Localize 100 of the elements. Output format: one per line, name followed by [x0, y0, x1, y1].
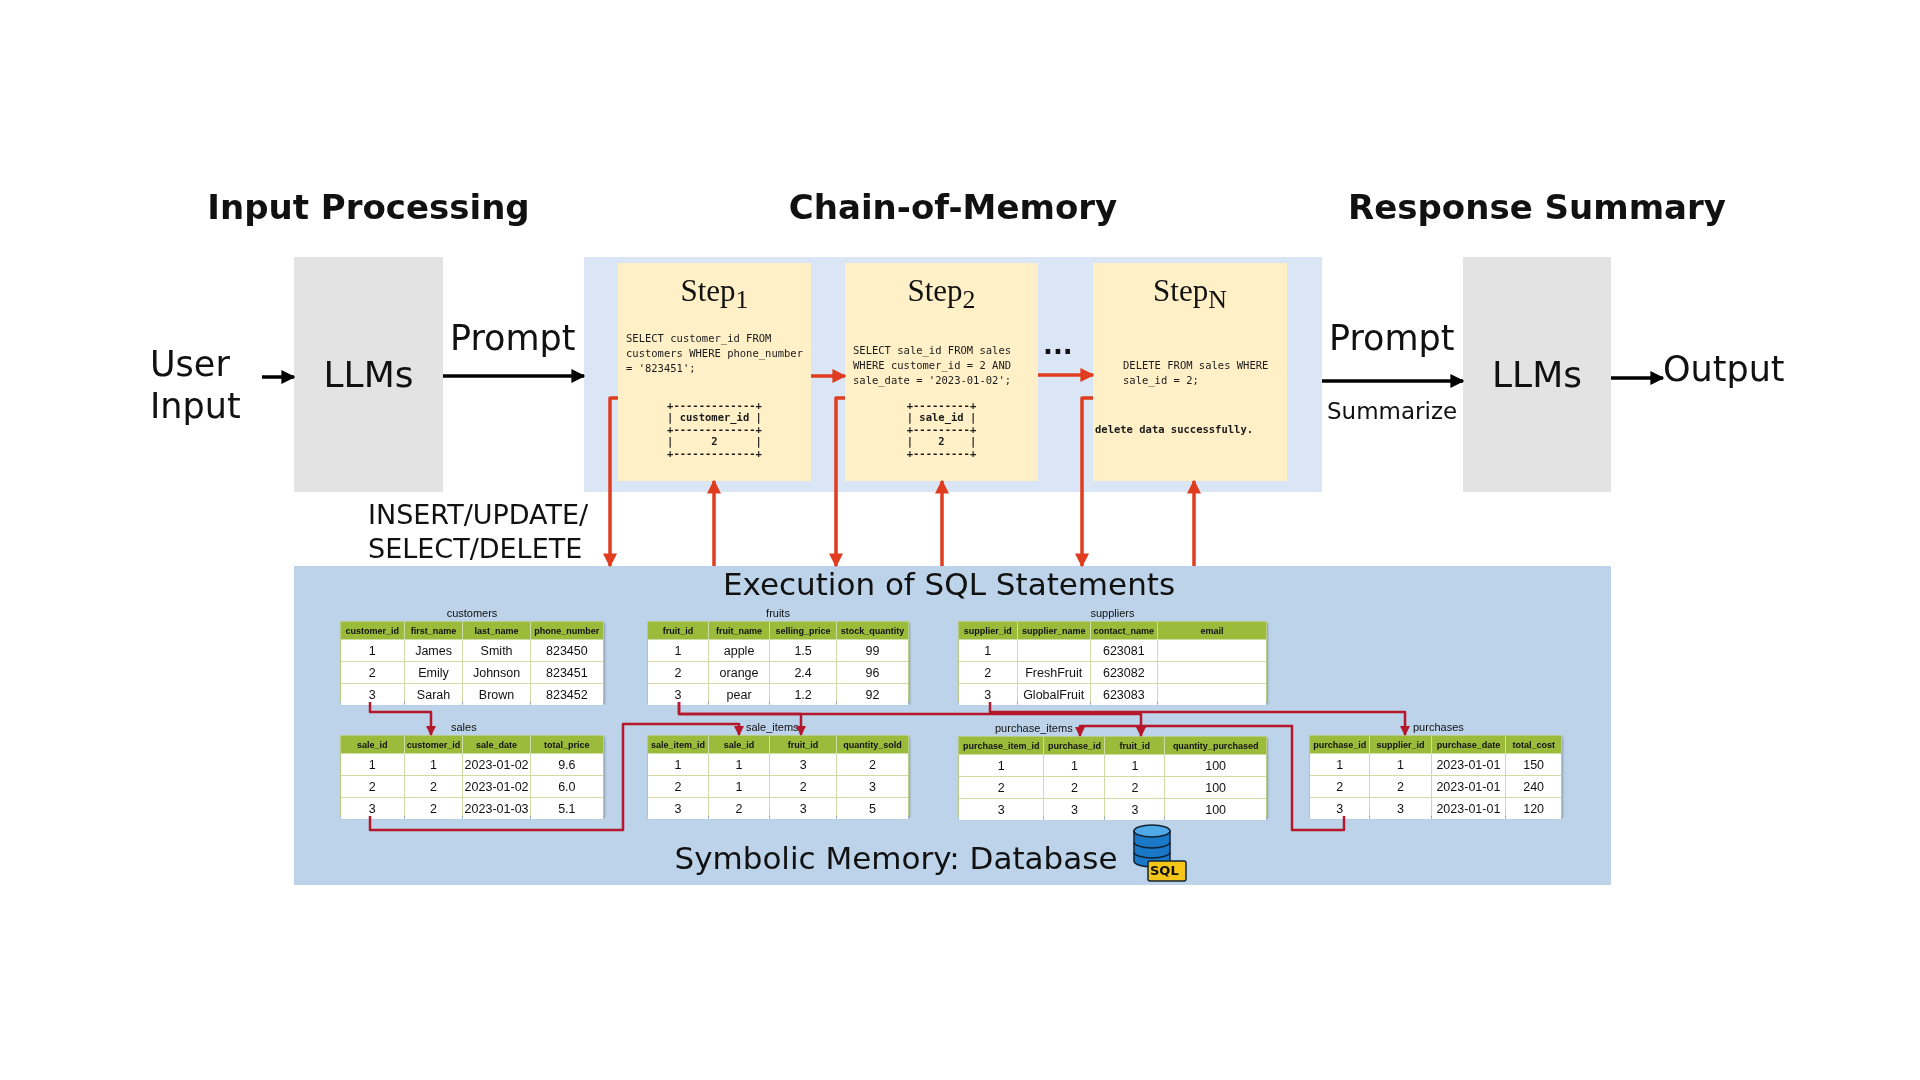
header-cell: purchase_date — [1431, 736, 1506, 753]
header-cell: supplier_name — [1017, 622, 1090, 639]
result-table-line: | customer_id | — [667, 411, 762, 423]
table-cell: 3 — [1044, 799, 1105, 820]
table-cell: Smith — [463, 640, 530, 661]
table-cell: 3 — [1310, 798, 1370, 819]
table-title: suppliers — [1090, 607, 1135, 619]
arrow — [443, 369, 586, 383]
table-cell: 1 — [1105, 755, 1165, 776]
table-cell: 100 — [1165, 755, 1266, 776]
header-cell: sale_id — [341, 736, 404, 753]
step-card — [1093, 263, 1287, 481]
input-text: User Input — [150, 343, 262, 435]
table-cell: 3 — [770, 754, 837, 775]
header-cell: sale_item_id — [648, 736, 709, 753]
icon-badge-label: SQL — [1150, 863, 1179, 878]
result-table-line: +---------+ — [906, 423, 977, 435]
table-cell: 2 — [404, 798, 463, 819]
arrow — [677, 702, 1146, 737]
table-cell: 3 — [1105, 799, 1165, 820]
table-cell: FreshFruit — [1017, 662, 1090, 683]
table-cell: 240 — [1506, 776, 1561, 797]
table-cell: GlobalFruit — [1017, 684, 1090, 705]
table-cell: Emily — [404, 662, 463, 683]
table-cell: 3 — [770, 798, 837, 819]
header-cell: total_cost — [1506, 736, 1561, 753]
header-cell: quantity_sold — [837, 736, 908, 753]
box-label: LLMs — [323, 354, 414, 395]
table-title: purchase_items — [995, 722, 1073, 734]
header-cell: phone_number — [530, 622, 603, 639]
table-cell: Brown — [463, 684, 530, 705]
result-text: delete data successfully. — [1095, 423, 1255, 435]
section-heading: Chain-of-Memory — [788, 187, 1118, 227]
result-table-line: +---------+ — [906, 399, 977, 411]
header-cell: total_price — [530, 736, 603, 753]
table-cell: 3 — [648, 798, 709, 819]
header-cell: quantity_purchased — [1165, 737, 1266, 754]
annotation-text: Summarize — [1327, 398, 1458, 424]
edge-label: ... — [1043, 330, 1073, 360]
result-table-line: | 2 | — [906, 435, 977, 447]
result-table-line: +-------------+ — [667, 423, 762, 435]
table-cell: 1 — [709, 754, 770, 775]
table-cell: 2 — [959, 662, 1017, 683]
result-table-line: +---------+ — [906, 447, 977, 459]
arrow — [1187, 479, 1201, 566]
arrow — [262, 370, 296, 384]
header-cell: supplier_id — [1370, 736, 1431, 753]
table-cell: 100 — [1165, 777, 1266, 798]
table-cell: 92 — [837, 684, 908, 705]
arrow — [1075, 724, 1346, 832]
table-cell: Johnson — [463, 662, 530, 683]
table-cell: 823450 — [530, 640, 603, 661]
output-text: Output — [1663, 348, 1803, 408]
table-cell: 2023-01-01 — [1431, 754, 1506, 775]
table-cell: 120 — [1506, 798, 1561, 819]
header-cell: purchase_id — [1310, 736, 1370, 753]
arrow — [368, 722, 744, 832]
table-cell: 2 — [709, 798, 770, 819]
table-cell: 2 — [404, 776, 463, 797]
table-cell: 2 — [648, 776, 709, 797]
arrow — [1075, 396, 1093, 568]
table-cell: apple — [709, 640, 770, 661]
table-title: purchases — [1413, 721, 1464, 733]
result-table-line: +-------------+ — [667, 447, 762, 459]
sql-code: DELETE FROM sales WHERE sale_id = 2; — [1123, 358, 1270, 388]
panel-heading: Execution of SQL Statements — [722, 566, 1176, 602]
section-heading: Input Processing — [207, 187, 530, 227]
table-cell: orange — [709, 662, 770, 683]
table-cell: 1 — [341, 754, 404, 775]
table-cell: 2 — [1370, 776, 1431, 797]
table-cell: 1.5 — [770, 640, 837, 661]
table-cell: 2 — [1044, 777, 1105, 798]
table-cell: 823452 — [530, 684, 603, 705]
table-cell: 1 — [648, 640, 709, 661]
database-panel — [294, 566, 1611, 885]
arrow — [1038, 368, 1095, 382]
arrow — [811, 369, 847, 383]
table-cell: 623082 — [1090, 662, 1157, 683]
table-cell: 3 — [1370, 798, 1431, 819]
arrow — [935, 479, 949, 566]
table-cell: 9.6 — [530, 754, 603, 775]
table-cell: 1 — [404, 754, 463, 775]
panel-heading: Symbolic Memory: Database — [674, 840, 1118, 876]
table-cell: 5.1 — [530, 798, 603, 819]
step-card — [845, 263, 1038, 481]
table-cell: 3 — [648, 684, 709, 705]
table-cell: 1 — [959, 755, 1044, 776]
header-cell: fruit_name — [709, 622, 770, 639]
table-cell: 2 — [1310, 776, 1370, 797]
arrow — [603, 396, 618, 568]
table-cell: 2023-01-02 — [463, 776, 530, 797]
table-cell: 150 — [1506, 754, 1561, 775]
table-title: sales — [451, 721, 477, 733]
table-cell: 3 — [959, 684, 1017, 705]
table-cell: 2023-01-02 — [463, 754, 530, 775]
table-cell: 2.4 — [770, 662, 837, 683]
step-card — [618, 263, 811, 481]
header-cell: fruit_id — [770, 736, 837, 753]
arrow — [829, 396, 845, 568]
table-cell: 2 — [341, 776, 404, 797]
